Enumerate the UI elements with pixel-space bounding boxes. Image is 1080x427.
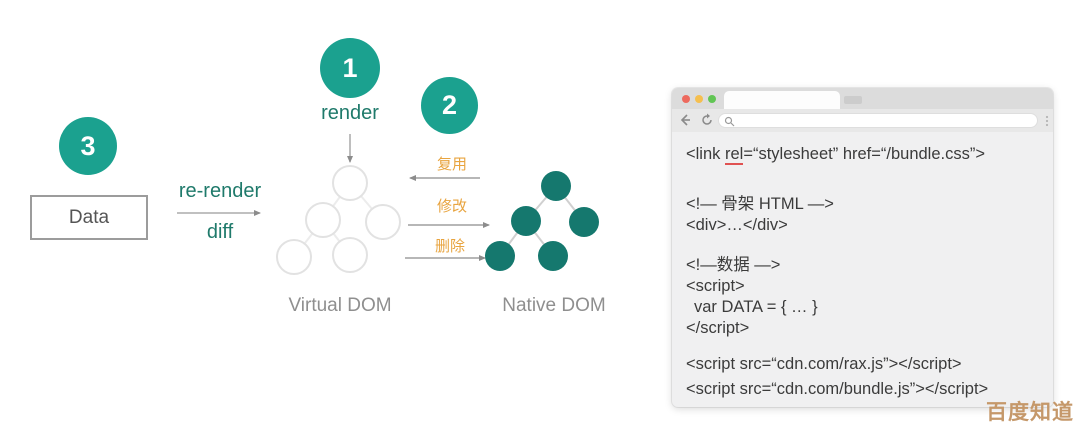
minimize-window-icon[interactable] (695, 95, 703, 103)
delete-action-label: 删除 (434, 238, 465, 255)
menu-icon[interactable] (1045, 115, 1049, 127)
rerender-label: re-render (178, 180, 262, 202)
reload-icon[interactable] (700, 113, 714, 127)
step-badge-3: 3 (59, 117, 117, 175)
code-line-script-close: </script> (686, 319, 750, 337)
virtual-dom-tree (276, 165, 401, 275)
maximize-window-icon[interactable] (708, 95, 716, 103)
close-window-icon[interactable] (682, 95, 690, 103)
step-badge-1: 1 (320, 38, 380, 98)
reuse-action-label: 复用 (436, 156, 467, 173)
virtual-dom-caption: Virtual DOM (288, 295, 392, 316)
render-label: render (321, 102, 379, 124)
browser-titlebar (672, 88, 1053, 109)
address-bar[interactable] (718, 113, 1038, 128)
baidu-zhidao-watermark: 百度知道 (986, 401, 1074, 424)
code-area: <link rel=“stylesheet” href=“/bundle.css… (672, 132, 1053, 400)
modify-action-label: 修改 (436, 198, 467, 215)
native-tree-nodes (485, 171, 599, 271)
back-icon[interactable] (678, 113, 692, 127)
link-suffix: =“stylesheet” href=“/bundle.css”> (743, 145, 985, 163)
diff-label: diff (206, 221, 234, 243)
code-line-var-data: var DATA = { … } (694, 298, 818, 316)
search-icon (724, 116, 735, 127)
code-line-link: <link rel=“stylesheet” href=“/bundle.css… (686, 144, 1053, 165)
virtual-tree-nodes (276, 165, 401, 275)
code-line-script-open: <script> (686, 277, 745, 295)
link-rel-attr: rel (724, 145, 744, 165)
browser-tab[interactable] (724, 91, 840, 109)
link-prefix: <link (686, 145, 725, 163)
step-badge-2: 2 (421, 77, 478, 134)
native-dom-tree (485, 171, 599, 271)
code-line-bundle-script: <script src=“cdn.com/bundle.js”></script… (686, 380, 989, 398)
arrows-layer (177, 134, 490, 261)
new-tab-button[interactable] (844, 96, 862, 104)
code-line-skeleton-comment: <!— 骨架 HTML —> (686, 195, 834, 213)
native-dom-caption: Native DOM (502, 295, 606, 316)
code-line-data-comment: <!—数据 —> (686, 256, 781, 274)
data-box: Data (30, 195, 148, 240)
data-box-label: Data (68, 206, 110, 228)
browser-toolbar (672, 109, 1053, 132)
code-line-div: <div>…</div> (686, 216, 788, 234)
code-line-rax-script: <script src=“cdn.com/rax.js”></script> (686, 355, 962, 373)
browser-window: <link rel=“stylesheet” href=“/bundle.css… (672, 88, 1053, 407)
